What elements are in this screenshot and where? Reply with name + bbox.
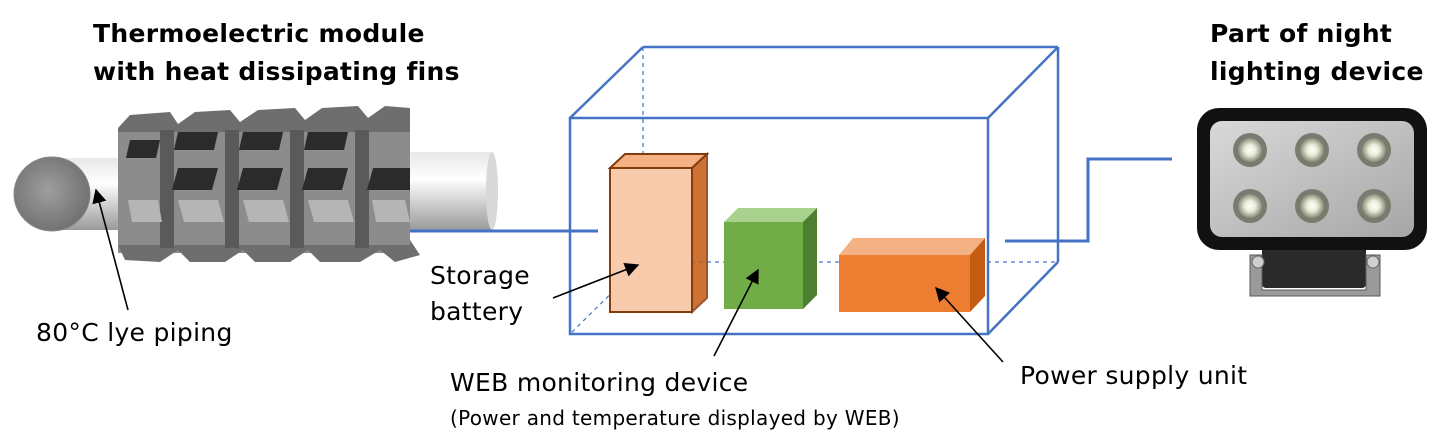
- storage-battery-block: [607, 151, 710, 315]
- wire-box-to-lamp: [1005, 157, 1172, 243]
- label-lye-piping: 80°C lye piping: [36, 318, 233, 347]
- label-web-device: WEB monitoring device: [450, 368, 749, 397]
- arrow-lye-piping: [92, 188, 129, 311]
- night-lighting-lamp: [1197, 108, 1427, 297]
- label-storage-line2: battery: [430, 297, 524, 326]
- label-night-line1: Part of night: [1210, 19, 1393, 48]
- label-web-note: (Power and temperature displayed by WEB): [450, 406, 900, 430]
- label-thermo-line1: Thermoelectric module: [93, 19, 425, 48]
- label-night-line2: lighting device: [1210, 57, 1424, 86]
- heat-dissipating-fins: [118, 106, 498, 262]
- label-storage-line1: Storage: [430, 261, 530, 290]
- label-thermo-line2: with heat dissipating fins: [93, 57, 460, 86]
- arrow-storage-battery: [552, 262, 640, 299]
- arrow-web-device: [713, 268, 759, 357]
- label-power-supply: Power supply unit: [1020, 361, 1248, 390]
- arrow-power-supply: [935, 286, 1004, 363]
- power-supply-unit-block: [839, 238, 985, 312]
- web-monitoring-device-block: [724, 208, 817, 309]
